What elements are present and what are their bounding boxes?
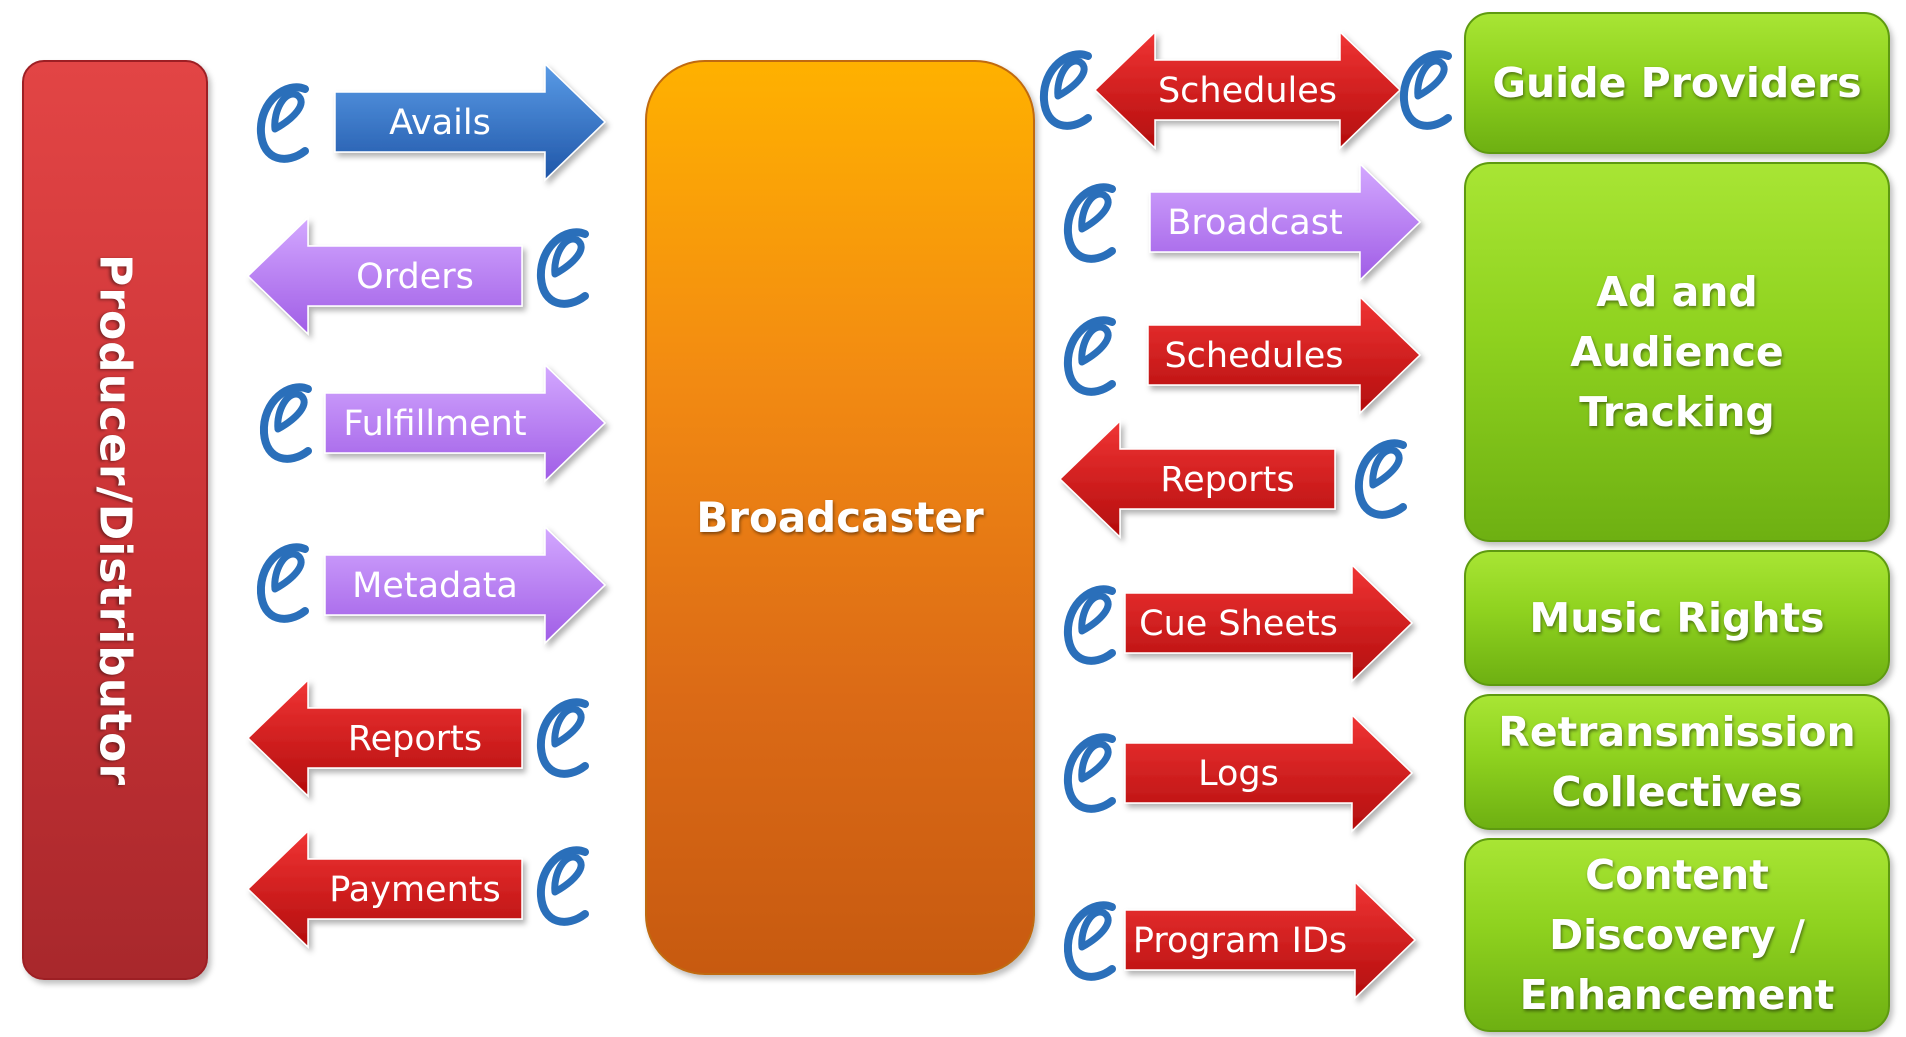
arrow-schedules: Schedules (1147, 295, 1422, 415)
e-logo-icon (536, 698, 589, 778)
arrow-label: Schedules (1158, 71, 1337, 111)
e-logo-icon (256, 83, 309, 163)
arrow-reports: Reports (246, 678, 523, 798)
retransmission-collectives-box: Retransmission Collectives (1464, 694, 1890, 830)
content-discovery-box: Content Discovery / Enhancement (1464, 838, 1890, 1032)
guide-providers-box: Guide Providers (1464, 12, 1890, 154)
arrow-broadcast: Broadcast (1149, 162, 1422, 282)
partner-label: Music Rights (1529, 593, 1825, 642)
arrow-shape (246, 678, 523, 798)
e-logo-icon (1063, 901, 1116, 981)
arrow-reports: Reports (1058, 419, 1336, 539)
partner-label: Retransmission Collectives (1498, 707, 1856, 816)
arrow-label: Logs (1198, 754, 1279, 794)
broadcaster-box: Broadcaster (645, 60, 1035, 975)
arrow-fulfillment: Fulfillment (324, 363, 607, 483)
arrow-shape (1093, 30, 1402, 150)
arrow-schedules: Schedules (1093, 30, 1402, 150)
e-logo-icon (1063, 183, 1116, 263)
arrow-shape (1124, 713, 1414, 833)
partner-label: Guide Providers (1492, 58, 1862, 107)
broadcaster-label: Broadcaster (696, 493, 984, 542)
arrow-label: Metadata (352, 566, 518, 606)
arrow-label: Schedules (1164, 336, 1343, 376)
arrow-metadata: Metadata (324, 525, 607, 645)
arrow-payments: Payments (246, 829, 523, 949)
arrow-shape (334, 62, 607, 182)
arrow-label: Broadcast (1167, 203, 1342, 243)
e-logo-icon (256, 543, 309, 623)
e-logo-icon (259, 383, 312, 463)
arrow-label: Payments (329, 870, 500, 910)
arrow-label: Fulfillment (343, 404, 526, 444)
arrow-shape (1124, 880, 1417, 1000)
partner-label: Content Discovery / Enhancement (1519, 850, 1835, 1020)
arrow-shape (246, 216, 523, 336)
e-logo-icon (536, 228, 589, 308)
arrow-shape (246, 829, 523, 949)
producer-label: Producer/Distributor (89, 253, 141, 787)
e-logo-icon (1354, 439, 1407, 519)
ad-audience-tracking-box: Ad and Audience Tracking (1464, 162, 1890, 542)
partner-label: Ad and Audience Tracking (1570, 267, 1784, 437)
arrow-label: Cue Sheets (1139, 604, 1338, 644)
e-logo-icon (1039, 50, 1092, 130)
arrow-label: Avails (389, 103, 491, 143)
arrow-cue-sheets: Cue Sheets (1124, 563, 1414, 683)
arrow-label: Reports (348, 719, 482, 759)
arrow-label: Reports (1160, 460, 1294, 500)
arrow-shape (1149, 162, 1422, 282)
e-logo-icon (1063, 316, 1116, 396)
e-logo-icon (1063, 585, 1116, 665)
arrow-shape (1147, 295, 1422, 415)
arrow-avails: Avails (334, 62, 607, 182)
arrow-label: Program IDs (1133, 921, 1347, 961)
arrow-shape (324, 363, 607, 483)
arrow-label: Orders (356, 257, 474, 297)
arrow-orders: Orders (246, 216, 523, 336)
arrow-program-ids: Program IDs (1124, 880, 1417, 1000)
e-logo-icon (1399, 50, 1452, 130)
e-logo-icon (536, 846, 589, 926)
e-logo-icon (1063, 733, 1116, 813)
producer-distributor-box: Producer/Distributor (22, 60, 208, 980)
arrow-shape (1124, 563, 1414, 683)
arrow-logs: Logs (1124, 713, 1414, 833)
arrow-shape (1058, 419, 1336, 539)
arrow-shape (324, 525, 607, 645)
music-rights-box: Music Rights (1464, 550, 1890, 686)
